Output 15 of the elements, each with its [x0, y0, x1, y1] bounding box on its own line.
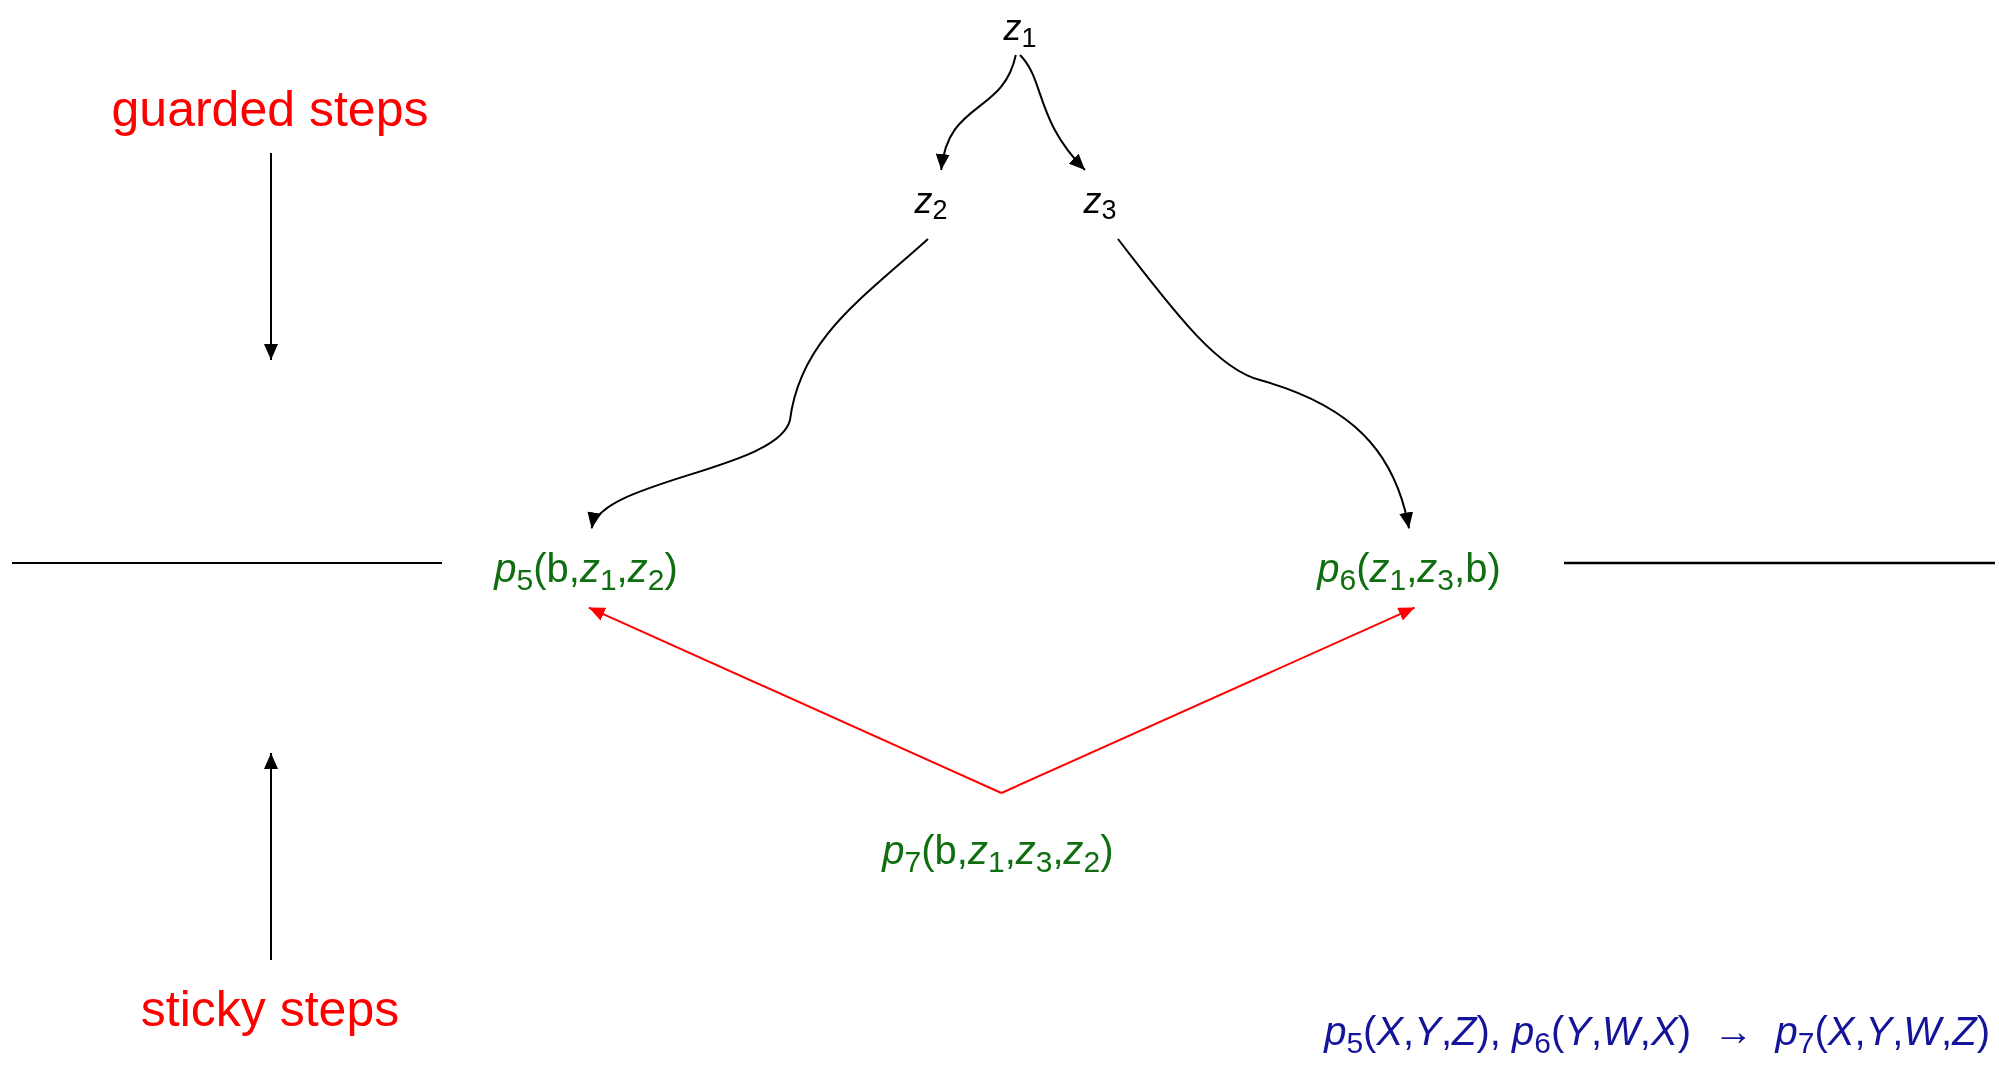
arrow — [1019, 54, 1086, 171]
arrow — [936, 54, 1017, 171]
term-label: z$_{3}$ — [1083, 178, 1117, 223]
term-label: p$_{5}$(b,z$_{1}$,z$_{2}$) — [494, 545, 678, 593]
arrow — [1117, 238, 1413, 530]
arrow — [1000, 606, 1416, 794]
step-label: guarded steps — [110, 80, 430, 139]
term-label: z$_{2}$ — [914, 178, 948, 223]
arrow — [587, 606, 1003, 794]
step-label: sticky steps — [139, 980, 401, 1039]
term-label: p$_{7}$(b,z$_{1}$,z$_{3}$,z$_{2}$) — [882, 827, 1114, 875]
rule-formula: p$_{5}$(X,Y,Z), p$_{6}$(Y,W,X) → p$_{7}$(X,Y,W,Z) — [1322, 1008, 1990, 1056]
arrow — [590, 238, 929, 530]
term-label: z$_{1}$ — [1003, 6, 1037, 50]
term-label: p$_{6}$(z$_{1}$,z$_{3}$,b) — [1317, 545, 1501, 593]
